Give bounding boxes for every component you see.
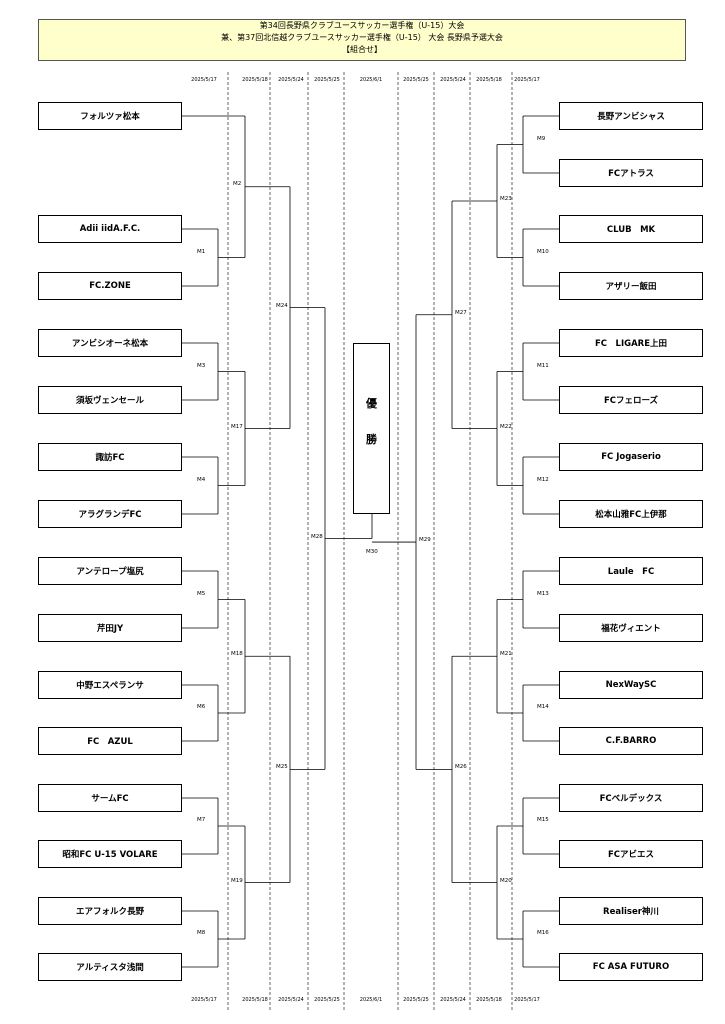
round-date-bottom: 2025/5/18 (242, 997, 268, 1003)
match-label-m11: M11 (537, 362, 549, 369)
round-date-top: 2025/5/17 (514, 77, 540, 83)
header-title: 第34回長野県クラブユースサッカー選手権（U-15）大会 (259, 21, 465, 30)
match-label-m12: M12 (537, 476, 549, 483)
match-label-m21: M21 (500, 651, 512, 658)
round-date-bottom: 2025/5/18 (476, 997, 502, 1003)
match-label-m26: M26 (455, 764, 467, 771)
team-left-4: アンビシオーネ松本 (38, 329, 182, 357)
team-right-7: FC Jogaserio (559, 443, 703, 471)
round-date-top: 2025/5/18 (476, 77, 502, 83)
team-left-8: アンテロープ塩尻 (38, 557, 182, 585)
team-left-15: アルティスタ浅間 (38, 953, 182, 981)
team-left-5: 須坂ヴェンセール (38, 386, 182, 414)
team-right-12: C.F.BARRO (559, 727, 703, 755)
match-label-m1: M1 (197, 248, 206, 255)
team-right-6: FCフェローズ (559, 386, 703, 414)
round-date-top: 2025/5/25 (314, 77, 340, 83)
round-date-bottom: 2025/5/17 (514, 997, 540, 1003)
match-label-m8: M8 (197, 930, 206, 936)
match-label-m27: M27 (455, 309, 467, 316)
team-right-15: Realiser神川 (559, 897, 703, 925)
match-label-m4: M4 (197, 476, 206, 483)
team-left-14: エアフォルク長野 (38, 897, 182, 925)
team-right-2: FCアトラス (559, 159, 703, 187)
round-date-bottom: 2025/5/17 (191, 997, 217, 1003)
round-date-bottom: 2025/5/25 (314, 997, 340, 1003)
match-label-m14: M14 (537, 704, 549, 710)
match-label-m10: M10 (537, 248, 549, 255)
header-subtitle: 兼、第37回北信越クラブユースサッカー選手権（U-15） 大会 長野県予選大会 (221, 33, 503, 42)
match-label-m3: M3 (197, 362, 206, 369)
team-right-16: FC ASA FUTURO (559, 953, 703, 981)
match-label-m29: M29 (419, 537, 431, 544)
round-date-top: 2025/5/24 (278, 77, 304, 83)
match-label-m16: M16 (537, 930, 549, 936)
match-label-m13: M13 (537, 590, 549, 597)
match-label-m2: M2 (233, 180, 242, 187)
team-left-6: 諏訪FC (38, 443, 182, 471)
team-left-7: アラグランデFC (38, 500, 182, 528)
round-date-top: 2025/6/1 (359, 77, 383, 83)
team-left-13: 昭和FC U-15 VOLARE (38, 840, 182, 868)
match-label-m9: M9 (537, 135, 546, 142)
team-right-8: 松本山雅FC上伊那 (559, 500, 703, 528)
match-label-m19: M19 (231, 877, 243, 884)
round-date-top: 2025/5/18 (242, 77, 268, 83)
match-label-m25: M25 (276, 764, 288, 771)
champion-box: 優 勝 (353, 343, 390, 514)
round-date-top: 2025/5/24 (440, 77, 466, 83)
round-date-bottom: 2025/6/1 (359, 997, 383, 1003)
round-date-bottom: 2025/5/24 (440, 997, 466, 1003)
team-left-2: Adii iidA.F.C. (38, 215, 182, 243)
match-label-m15: M15 (537, 817, 549, 823)
champion-char-2: 勝 (366, 433, 377, 446)
header-bracket-label: 【組合せ】 (342, 45, 382, 54)
team-right-13: FCベルデックス (559, 784, 703, 812)
team-left-1: フォルツァ松本 (38, 102, 182, 130)
team-left-3: FC.ZONE (38, 272, 182, 300)
team-right-10: 福花ヴィエント (559, 614, 703, 642)
match-label-m24: M24 (276, 302, 288, 309)
team-left-9: 芹田JY (38, 614, 182, 642)
tournament-header: 第34回長野県クラブユースサッカー選手権（U-15）大会 兼、第37回北信越クラ… (38, 19, 686, 61)
team-left-12: サームFC (38, 784, 182, 812)
match-label-m22: M22 (500, 423, 512, 430)
team-left-11: FC AZUL (38, 727, 182, 755)
match-label-m30: M30 (366, 548, 378, 555)
team-left-10: 中野エスペランサ (38, 671, 182, 699)
round-date-bottom: 2025/5/25 (403, 997, 429, 1003)
team-right-9: Laule FC (559, 557, 703, 585)
match-label-m28: M28 (311, 533, 323, 540)
round-date-top: 2025/5/25 (403, 77, 429, 83)
match-label-m20: M20 (500, 877, 512, 884)
team-right-5: FC LIGARE上田 (559, 329, 703, 357)
match-label-m5: M5 (197, 590, 206, 597)
round-date-top: 2025/5/17 (191, 77, 217, 83)
team-right-11: NexWaySC (559, 671, 703, 699)
team-right-3: CLUB MK (559, 215, 703, 243)
match-label-m7: M7 (197, 817, 206, 823)
match-label-m23: M23 (500, 196, 512, 202)
round-date-bottom: 2025/5/24 (278, 997, 304, 1003)
match-label-m6: M6 (197, 704, 206, 710)
match-label-m18: M18 (231, 651, 243, 658)
champion-char-1: 優 (366, 397, 377, 410)
team-right-14: FCアビエス (559, 840, 703, 868)
match-label-m17: M17 (231, 423, 243, 430)
team-right-1: 長野アンビシャス (559, 102, 703, 130)
team-right-4: アザリー飯田 (559, 272, 703, 300)
